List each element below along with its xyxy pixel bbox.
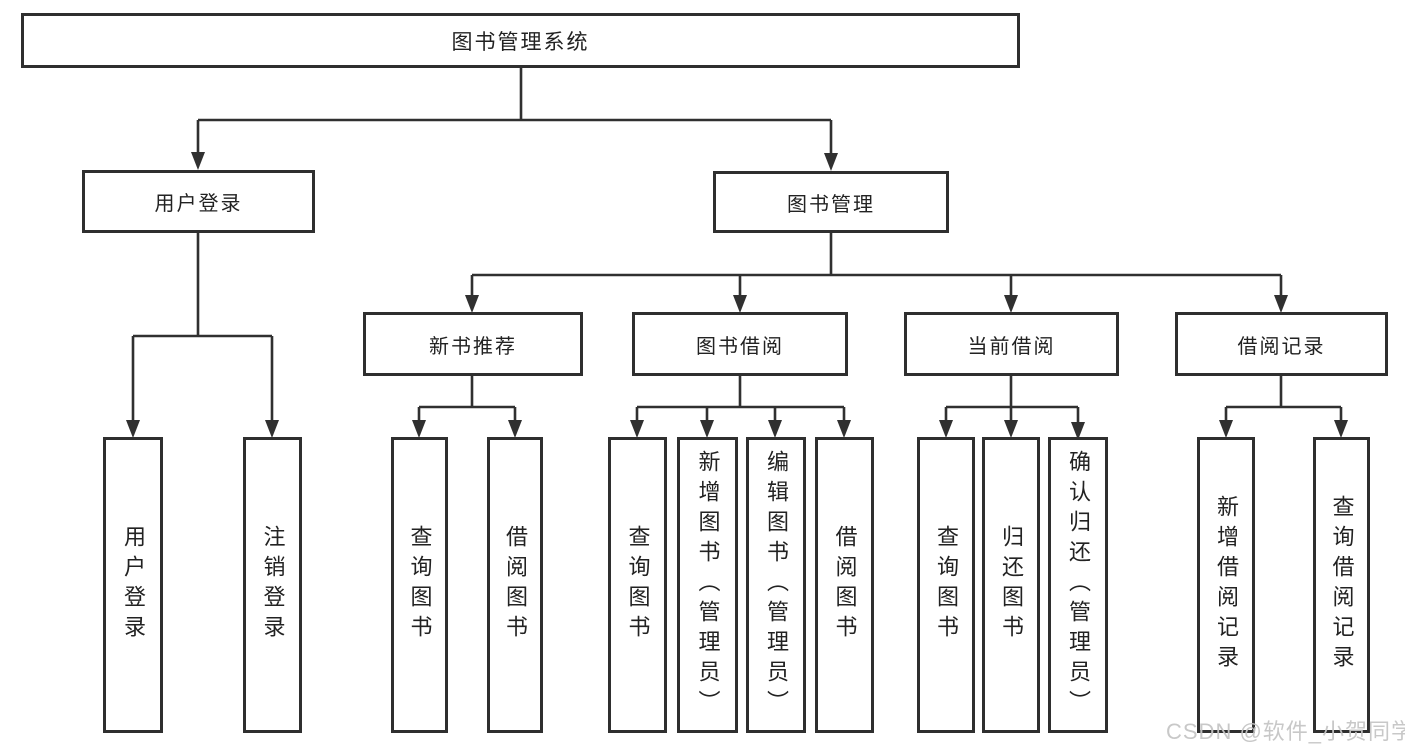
arrow-down-icon: [1004, 420, 1018, 438]
connector-book-management-split: [465, 233, 1288, 313]
leaf-edit-books-admin: 编辑图书（管理员）: [746, 437, 806, 733]
connector-book-borrow-split: [630, 375, 851, 438]
node-library-management-system: 图书管理系统: [21, 13, 1020, 68]
arrow-down-icon: [939, 420, 953, 438]
arrow-down-icon: [412, 420, 426, 438]
arrow-down-icon: [824, 153, 838, 171]
node-book-borrow: 图书借阅: [632, 312, 848, 376]
node-current-borrow: 当前借阅: [904, 312, 1119, 376]
leaf-logout: 注销登录: [243, 437, 302, 733]
node-borrow-records: 借阅记录: [1175, 312, 1388, 376]
arrow-down-icon: [126, 420, 140, 438]
arrow-down-icon: [768, 420, 782, 438]
leaf-add-books-admin: 新增图书（管理员）: [677, 437, 738, 733]
node-book-management: 图书管理: [713, 171, 949, 233]
arrow-down-icon: [465, 295, 479, 313]
leaf-return-books: 归还图书: [982, 437, 1040, 733]
leaf-query-books-current: 查询图书: [917, 437, 975, 733]
connector-current-borrow-split: [939, 375, 1085, 440]
leaf-borrow-books-recommend: 借阅图书: [487, 437, 543, 733]
arrow-down-icon: [733, 295, 747, 313]
leaf-query-books-recommend: 查询图书: [391, 437, 448, 733]
connector-new-book-recommend-split: [412, 375, 522, 438]
connector-root-split: [191, 67, 838, 171]
node-user-login: 用户登录: [82, 170, 315, 233]
arrow-down-icon: [191, 152, 205, 170]
arrow-down-icon: [1334, 420, 1348, 438]
arrow-down-icon: [265, 420, 279, 438]
leaf-add-borrow-record: 新增借阅记录: [1197, 437, 1255, 733]
arrow-down-icon: [1274, 295, 1288, 313]
leaf-confirm-return-admin: 确认归还（管理员）: [1048, 437, 1108, 733]
connector-borrow-records-split: [1219, 375, 1348, 438]
arrow-down-icon: [508, 420, 522, 438]
arrow-down-icon: [630, 420, 644, 438]
arrow-down-icon: [700, 420, 714, 438]
leaf-borrow-books: 借阅图书: [815, 437, 874, 733]
watermark: CSDN @软件_小贺同学: [1166, 719, 1405, 744]
connector-user-login-split: [126, 233, 279, 438]
arrow-down-icon: [1004, 295, 1018, 313]
arrow-down-icon: [837, 420, 851, 438]
leaf-user-login: 用户登录: [103, 437, 163, 733]
arrow-down-icon: [1219, 420, 1233, 438]
leaf-query-borrow-record: 查询借阅记录: [1313, 437, 1370, 733]
node-new-book-recommend: 新书推荐: [363, 312, 583, 376]
leaf-query-books-borrow: 查询图书: [608, 437, 667, 733]
